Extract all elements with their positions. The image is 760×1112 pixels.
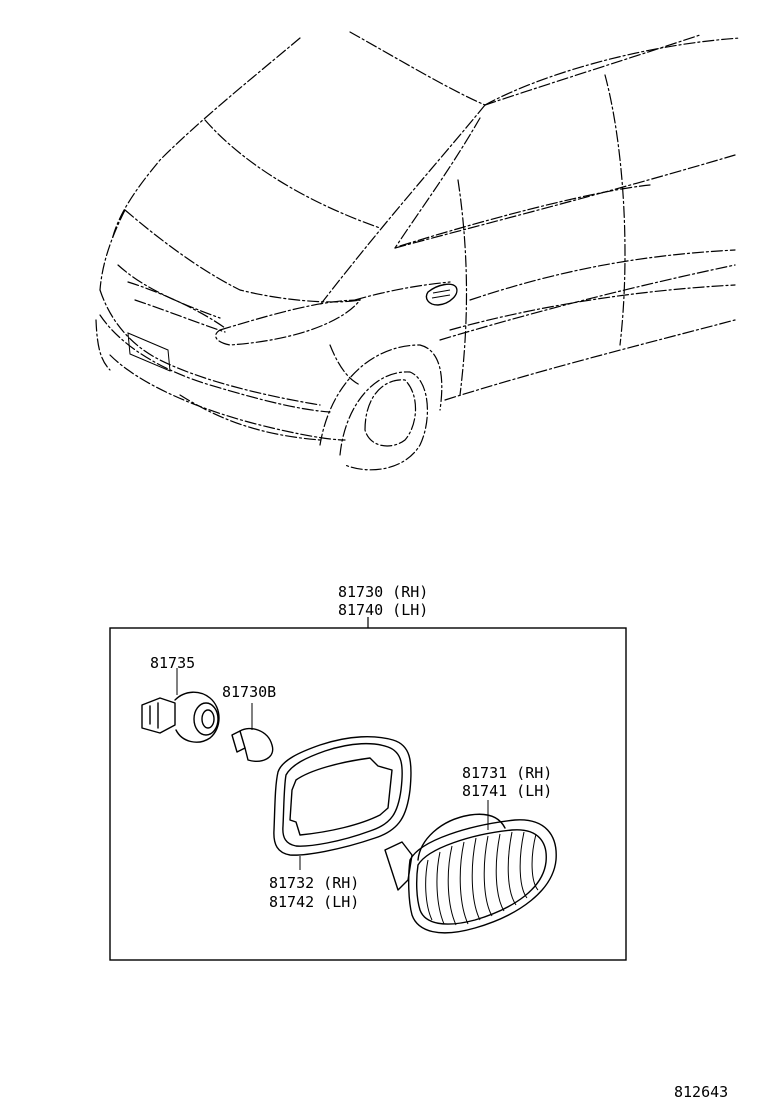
socket-label: 81735 (150, 654, 195, 672)
vehicle-illustration (95, 31, 741, 471)
assembly-lh-label: 81740 (LH) (338, 601, 428, 619)
lens-lh-label: 81741 (LH) (462, 782, 552, 800)
gasket-part (273, 736, 412, 870)
bulb-label: 81730B (222, 683, 276, 701)
illustration-id: 812643 (674, 1083, 728, 1101)
assembly-rh-label: 81730 (RH) (338, 583, 428, 601)
gasket-lh-label: 81742 (LH) (269, 893, 359, 911)
bulb-part (231, 703, 274, 762)
gasket-rh-label: 81732 (RH) (269, 874, 359, 892)
socket-part (141, 668, 220, 743)
lens-rh-label: 81731 (RH) (462, 764, 552, 782)
lens-part (384, 800, 557, 934)
